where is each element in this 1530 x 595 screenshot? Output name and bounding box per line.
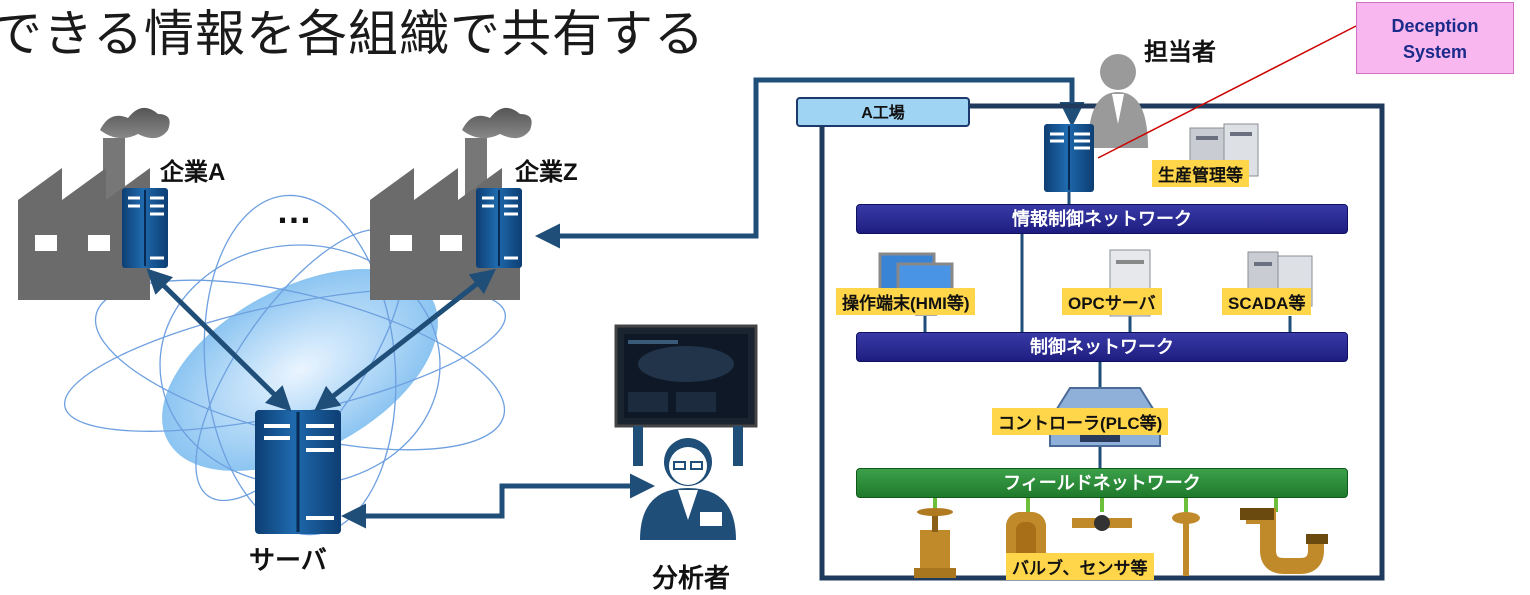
connection-arrow [341,473,655,529]
control-network-bar: 制御ネットワーク [856,332,1348,362]
deception-system-box: Deception System [1356,2,1514,74]
deception-pointer [1097,25,1357,159]
sensor-icon [1172,512,1200,576]
page-title: できる情報を各組織で共有する [0,5,705,63]
field-devices-label: バルブ、センサ等 [1006,553,1154,580]
server-icon [1044,124,1094,192]
scada-label: SCADA等 [1222,288,1312,315]
analyst-icon [640,438,736,540]
deception-line-2: System [1402,42,1468,62]
deception-line-1: Deception [1391,16,1479,36]
company-z-label: 企業Z [515,159,578,186]
connection-arrow [535,77,1085,249]
connection-arrow [314,268,496,412]
info-control-network-bar: 情報制御ネットワーク [856,204,1348,234]
controller-label: コントローラ(PLC等) [992,408,1169,435]
server-label: サーバ [249,545,327,575]
person-label: 担当者 [1144,39,1216,66]
ellipsis-label: … [276,190,312,231]
sensor-icon [1072,515,1132,531]
pipe-icon [1240,508,1328,574]
field-network-bar: フィールドネットワーク [856,468,1348,498]
opc-label: OPCサーバ [1062,288,1162,315]
company-a-label: 企業A [160,159,226,186]
hmi-label: 操作端末(HMI等) [836,288,976,315]
server-icon [255,410,341,534]
connection-arrow [146,268,292,412]
monitor-icon [614,324,758,466]
server-icon [476,188,522,268]
valve-icon [914,508,956,578]
server-icon [122,188,168,268]
factory-icon [18,107,170,300]
person-icon [1088,54,1148,148]
analyst-label: 分析者 [652,563,731,593]
production-label: 生産管理等 [1152,160,1249,187]
factory-tag: A工場 [796,97,970,127]
